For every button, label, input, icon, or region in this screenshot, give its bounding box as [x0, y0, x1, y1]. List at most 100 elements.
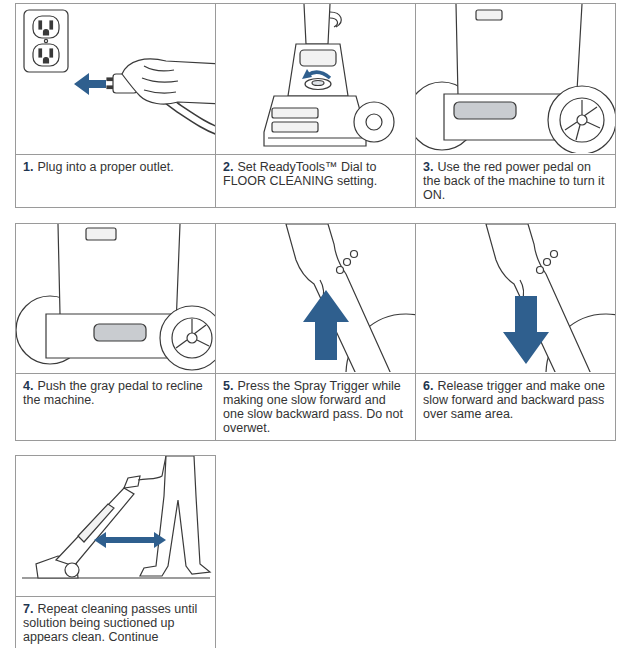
step-panel: 6.Release trigger and make one slow forw…	[415, 223, 616, 441]
machine-dial-illustration-part	[264, 96, 366, 146]
machine-dial-illustration-part	[354, 102, 394, 142]
outlet-illustration-part	[74, 73, 106, 95]
caption-text: 7.Repeat cleaning passes until solution …	[23, 602, 208, 644]
cleaning-pass-illustration	[22, 456, 210, 578]
outlet-illustration-part	[50, 49, 53, 57]
step-instruction: Press the Spray Trigger while making one…	[223, 379, 403, 435]
caption-text: 2.Set ReadyTools™ Dial to FLOOR CLEANING…	[223, 160, 408, 188]
caption-text: 5.Press the Spray Trigger while making o…	[223, 379, 408, 435]
cleaning-pass-illustration-part	[65, 563, 79, 577]
spray-trigger-illustration	[286, 224, 415, 372]
machine-dial-illustration-part	[272, 108, 318, 118]
step-caption: 5.Press the Spray Trigger while making o…	[216, 373, 415, 439]
recline-pedal-illustration-part	[46, 314, 176, 358]
power-pedal-illustration-part	[576, 125, 580, 140]
step-instruction: Repeat cleaning passes until solution be…	[23, 602, 197, 644]
step-instruction: Use the red power pedal on the back of t…	[423, 160, 604, 202]
machine-dial-illustration-part	[288, 44, 348, 96]
step-number: 7.	[23, 602, 33, 616]
power-pedal-illustration-part	[454, 102, 516, 119]
cleaning-pass-illustration-part	[138, 456, 166, 480]
machine-dial-illustration-part	[330, 12, 341, 27]
machine-dial-illustration-part	[304, 4, 330, 44]
step-number: 1.	[23, 160, 33, 174]
step-panel: 5.Press the Spray Trigger while making o…	[215, 223, 416, 441]
outlet-illustration-part	[44, 58, 49, 64]
release-trigger-illustration-part	[486, 224, 591, 372]
release-trigger-illustration-part	[544, 259, 551, 266]
step-caption: 3.Use the red power pedal on the back of…	[416, 154, 615, 206]
outlet-illustration-part	[33, 16, 59, 38]
power-pedal-illustration-part	[577, 115, 587, 125]
outlet-illustration-part	[39, 21, 42, 29]
step-number: 6.	[423, 379, 433, 393]
machine-dial-illustration-part	[305, 79, 331, 90]
machine-dial-illustration-part	[272, 122, 318, 132]
recline-pedal-illustration-part	[160, 306, 215, 370]
outlet-illustration-part	[50, 21, 53, 29]
outlet-illustration-part	[44, 39, 47, 42]
step-panel: 3.Use the red power pedal on the back of…	[415, 3, 616, 208]
caption-text: 1. Plug into a proper outlet.	[23, 160, 208, 174]
step-instruction: Plug into a proper outlet.	[37, 160, 173, 174]
outlet-illustration-part	[144, 90, 176, 93]
outlet-illustration-part	[122, 59, 215, 104]
machine-dial-illustration-part	[300, 50, 336, 66]
spray-trigger-illustration-part	[351, 251, 358, 258]
power-pedal-illustration	[416, 4, 615, 153]
power-pedal-illustration-part	[560, 98, 604, 142]
step-instruction: Set ReadyTools™ Dial to FLOOR CLEANING s…	[223, 160, 377, 188]
step-number: 5.	[223, 379, 233, 393]
step-panel: 7.Repeat cleaning passes until solution …	[15, 455, 216, 648]
cleaning-pass-illustration-part	[56, 488, 134, 566]
machine-dial-illustration-part	[312, 81, 324, 86]
release-trigger-illustration	[486, 224, 615, 372]
machine-dial-illustration-part	[268, 137, 362, 138]
recline-pedal-illustration-part	[187, 333, 197, 343]
step-number: 2.	[223, 160, 233, 174]
step-panel: 1. Plug into a proper outlet.	[15, 3, 216, 208]
outlet-illustration-part	[39, 49, 42, 57]
cleaning-pass-illustration-part	[78, 504, 114, 542]
release-trigger-illustration-part	[537, 267, 544, 274]
power-pedal-illustration-part	[548, 86, 615, 153]
recline-pedal-illustration-part	[86, 228, 116, 240]
recline-pedal-illustration-part	[58, 224, 180, 326]
machine-dial-illustration	[264, 4, 394, 146]
outlet-illustration-part	[44, 30, 49, 36]
spray-trigger-illustration-part	[286, 224, 391, 372]
power-pedal-illustration-part	[581, 100, 582, 115]
recline-pedal-illustration-part	[94, 324, 146, 341]
spray-trigger-illustration-part	[344, 259, 351, 266]
spray-trigger-illustration-part	[337, 267, 344, 274]
machine-dial-illustration-part	[302, 69, 312, 79]
machine-dial-illustration-part	[366, 114, 382, 130]
power-pedal-illustration-part	[584, 107, 597, 116]
recline-pedal-illustration-part	[197, 340, 209, 346]
outlet-illustration	[24, 10, 215, 132]
power-pedal-illustration-part	[587, 122, 600, 128]
power-pedal-illustration-part	[565, 122, 577, 130]
release-trigger-illustration-part	[503, 296, 549, 364]
step-panel: 4.Push the gray pedal to recline the mac…	[15, 223, 216, 441]
caption-text: 6.Release trigger and make one slow forw…	[423, 379, 608, 421]
cleaning-pass-illustration-part	[140, 456, 210, 576]
outlet-illustration-part	[144, 66, 174, 71]
step-number: 4.	[23, 379, 33, 393]
step-panel: 2.Set ReadyTools™ Dial to FLOOR CLEANING…	[215, 3, 416, 208]
machine-dial-illustration-part	[330, 18, 337, 27]
caption-text: 3.Use the red power pedal on the back of…	[423, 160, 608, 202]
step-caption: 7.Repeat cleaning passes until solution …	[16, 596, 215, 648]
step-caption: 1. Plug into a proper outlet.	[16, 154, 215, 178]
cleaning-pass-illustration-part	[124, 476, 140, 488]
outlet-illustration-part	[24, 10, 68, 72]
caption-text: 4.Push the gray pedal to recline the mac…	[23, 379, 208, 407]
step-caption: 4.Push the gray pedal to recline the mac…	[16, 373, 215, 411]
recline-pedal-illustration	[16, 224, 215, 370]
step-caption: 6.Release trigger and make one slow forw…	[416, 373, 615, 425]
recline-pedal-illustration-part	[176, 340, 187, 348]
outlet-illustration-part	[142, 78, 178, 82]
